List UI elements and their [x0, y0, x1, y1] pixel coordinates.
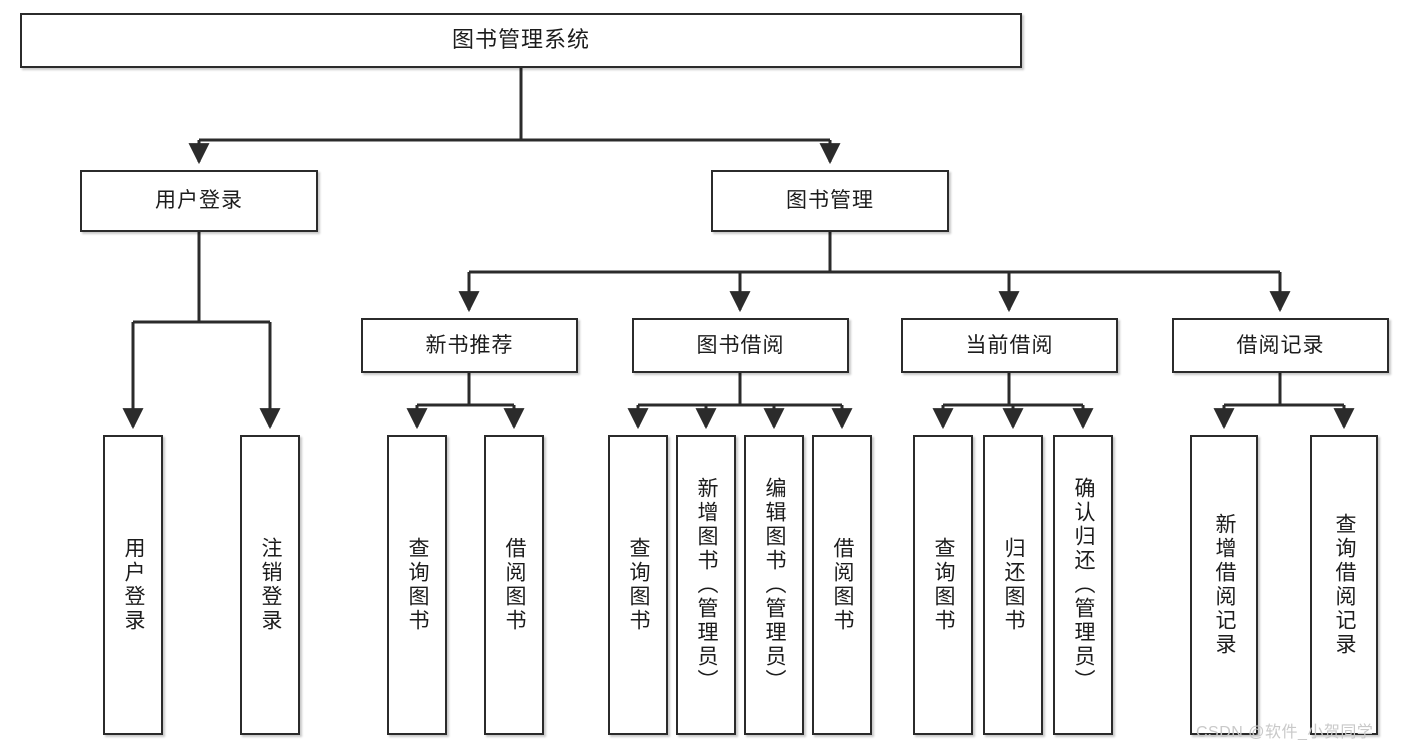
node-label: 编辑图书（管理员） — [763, 477, 787, 693]
watermark: CSDN @软件_小贺同学 — [1196, 724, 1374, 741]
node-label: 查询图书 — [406, 537, 430, 633]
node-label: 查询图书 — [627, 537, 651, 633]
node-label: 图书管理系统 — [451, 27, 590, 53]
leaf-logout[interactable]: 注销登录 — [240, 435, 300, 735]
node-label: 借阅图书 — [831, 537, 855, 633]
node-label: 借阅记录 — [1236, 333, 1325, 357]
leaf-user-login[interactable]: 用户登录 — [103, 435, 163, 735]
node-label: 用户登录 — [122, 537, 146, 633]
node-label: 新增图书（管理员） — [695, 477, 719, 693]
node-root[interactable]: 图书管理系统 — [20, 13, 1022, 68]
node-label: 注销登录 — [259, 537, 283, 633]
leaf-add-borrow-record[interactable]: 新增借阅记录 — [1190, 435, 1258, 735]
leaf-edit-book-admin[interactable]: 编辑图书（管理员） — [744, 435, 804, 735]
leaf-return-book[interactable]: 归还图书 — [983, 435, 1043, 735]
node-label: 确认归还（管理员） — [1072, 477, 1096, 693]
node-borrow-record[interactable]: 借阅记录 — [1172, 318, 1389, 373]
leaf-query-book-current[interactable]: 查询图书 — [913, 435, 973, 735]
leaf-borrow-book[interactable]: 借阅图书 — [812, 435, 872, 735]
leaf-add-book-admin[interactable]: 新增图书（管理员） — [676, 435, 736, 735]
node-label: 用户登录 — [155, 189, 243, 213]
node-label: 新书推荐 — [425, 333, 514, 357]
leaf-query-book[interactable]: 查询图书 — [608, 435, 668, 735]
leaf-confirm-return-admin[interactable]: 确认归还（管理员） — [1053, 435, 1113, 735]
node-label: 图书借阅 — [696, 333, 785, 357]
node-label: 查询图书 — [932, 537, 956, 633]
node-label: 图书管理 — [786, 189, 874, 213]
leaf-query-book-recommend[interactable]: 查询图书 — [387, 435, 447, 735]
node-label: 当前借阅 — [965, 333, 1054, 357]
node-new-book-recommend[interactable]: 新书推荐 — [361, 318, 578, 373]
node-label: 查询借阅记录 — [1333, 513, 1357, 657]
node-label: 新增借阅记录 — [1213, 513, 1237, 657]
node-label: 借阅图书 — [503, 537, 527, 633]
node-current-borrow[interactable]: 当前借阅 — [901, 318, 1118, 373]
leaf-borrow-book-recommend[interactable]: 借阅图书 — [484, 435, 544, 735]
node-user-login[interactable]: 用户登录 — [80, 170, 318, 232]
node-book-management[interactable]: 图书管理 — [711, 170, 949, 232]
leaf-query-borrow-record[interactable]: 查询借阅记录 — [1310, 435, 1378, 735]
node-label: 归还图书 — [1002, 537, 1026, 633]
node-book-borrow[interactable]: 图书借阅 — [632, 318, 849, 373]
